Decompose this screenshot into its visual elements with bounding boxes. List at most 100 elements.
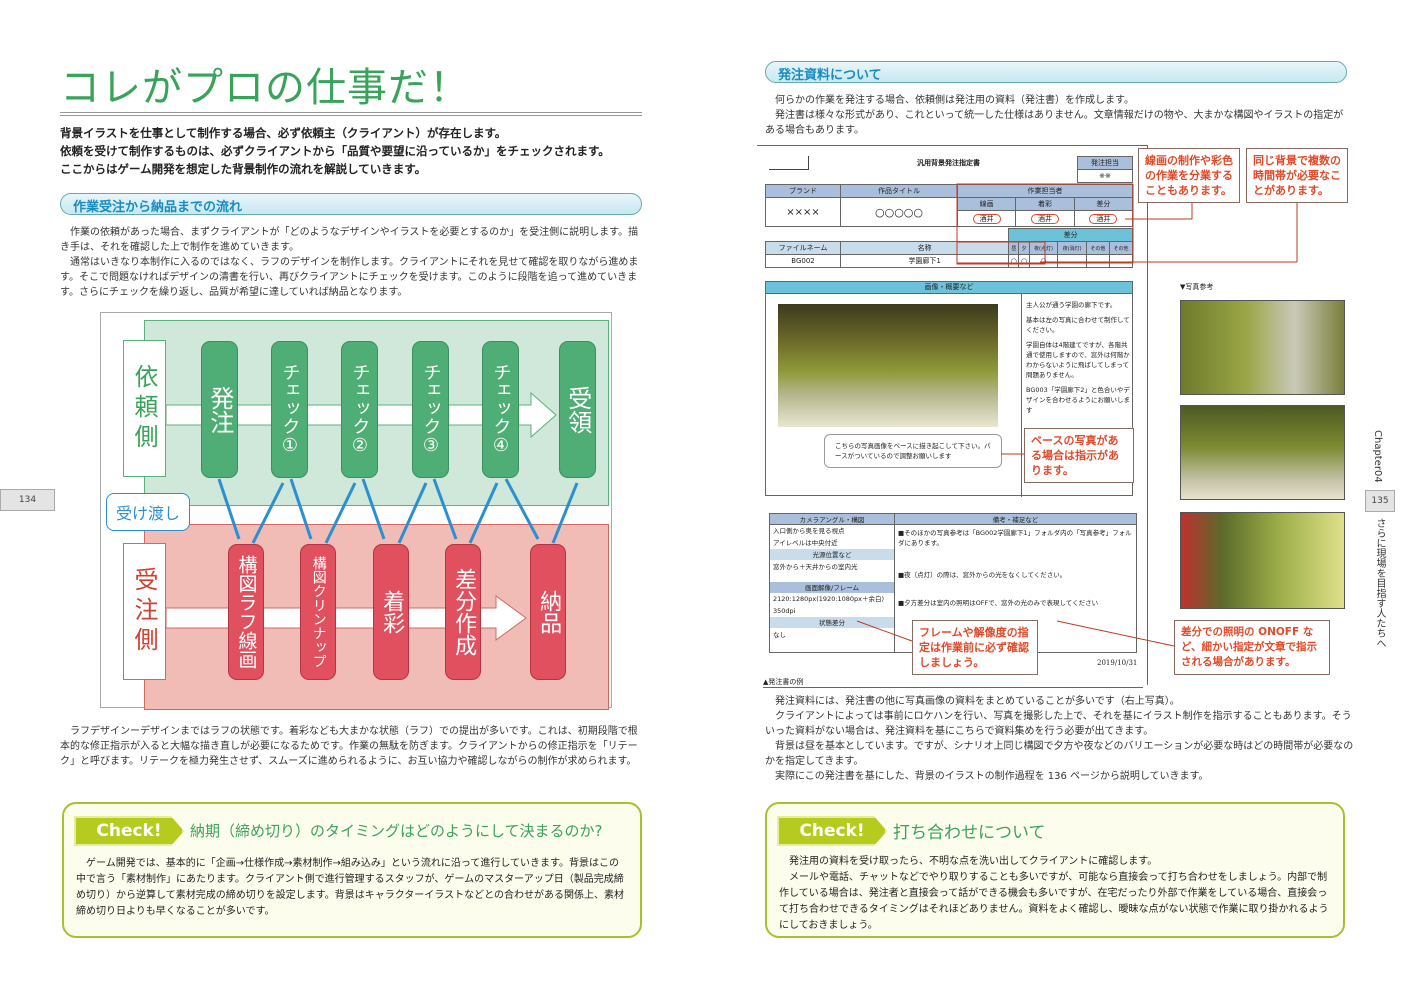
vendor-flow-arrow bbox=[165, 595, 527, 641]
spec-right: 備考・補足など ■そのほかの写真参考は「BG002学園廊下1」フォルダ内の「写真… bbox=[895, 514, 1136, 611]
image-section-header: 画像・概要など bbox=[766, 282, 1132, 294]
paragraph: 通常はいきなり本制作に入るのではなく、ラフのデザインを制作します。クライアントに… bbox=[60, 257, 639, 298]
reference-photo-stairs bbox=[1180, 300, 1345, 395]
paragraph: ラフデザインーデザインまではラフの状態です。着彩なども大まかな状態（ラフ）での提… bbox=[60, 726, 638, 767]
form-blank-field bbox=[769, 156, 809, 170]
handoff-arrow bbox=[289, 478, 313, 540]
note: 学園自体は4階建てですが、各階共通で使用しますので、窓外は何階かわからないように… bbox=[1026, 341, 1130, 379]
cell: 作業担当者 bbox=[957, 184, 1133, 198]
cell: 線画 bbox=[956, 197, 1017, 211]
cell: なし bbox=[773, 631, 786, 639]
check-title: 納期（締め切り）のタイミングはどのようにして決まるのか? bbox=[190, 822, 603, 840]
form-title: 汎用背景発注指定書 bbox=[917, 159, 980, 167]
handoff-arrow bbox=[551, 482, 579, 544]
after-form-text: 発注資料には、発注書の他に写真画像の資料をまとめていることが多いです（右上写真）… bbox=[765, 694, 1355, 784]
header-table: ブランド作品タイトル作業担当者 ××××○○○○○線画着彩差分 酒井酒井酒井 bbox=[765, 184, 1134, 227]
step-order: 発注 bbox=[201, 341, 238, 478]
paragraph: クライアントによっては事前にロケハンを行い、写真を撮影した上で、それを基にイラス… bbox=[765, 711, 1352, 737]
cell: 名称 bbox=[839, 241, 1010, 255]
remark: ■夜（点灯）の際は、窓外からの光をなくしてください。 bbox=[898, 571, 1067, 579]
callout-base-photo: ベースの写真がある場合は指示があります。 bbox=[1024, 428, 1134, 483]
title-rule bbox=[60, 112, 642, 116]
step-variations: 差分作成 bbox=[445, 544, 481, 680]
cell: 酒井 bbox=[1030, 213, 1059, 224]
cell: 窓外から＋天井からの室内光 bbox=[773, 563, 858, 571]
section-body: 作業の依頼があった場合、まずクライアントが「どのようなデザインやイラストを必要と… bbox=[60, 225, 645, 300]
paragraph: 何らかの作業を発注する場合、依頼側は発注用の資料（発注書）を作成します。 bbox=[775, 95, 1134, 106]
handoff-arrow bbox=[217, 478, 241, 540]
chapter-title: さらに現場を目指す人たちへ bbox=[1374, 518, 1385, 648]
chapter-label: Chapter04 bbox=[1372, 430, 1383, 483]
cell: 2120:1280px(1920:1080px＋余白) bbox=[773, 595, 885, 603]
step-cleanup: 構図クリンナップ bbox=[300, 544, 336, 680]
callout-timeslots: 同じ背景で複数の時間帯が必要なことがあります。 bbox=[1246, 148, 1348, 203]
step-check-2: チェック② bbox=[341, 341, 378, 478]
paragraph: 実際にこの発注書を基にした、背景のイラストの制作過程を 136 ページから説明し… bbox=[775, 771, 1209, 782]
corridor-photo bbox=[778, 304, 998, 427]
remark: ■そのほかの写真参考は「BG002学園廊下1」フォルダ内の「写真参考」フォルダに… bbox=[898, 529, 1132, 547]
cell: ○○○○○ bbox=[840, 197, 958, 227]
step-check-4: チェック④ bbox=[482, 341, 519, 478]
step-receive: 受領 bbox=[559, 341, 596, 478]
check-body: メールや電話、チャットなどでやり取りすることも多いですが、可能なら直接会って打ち… bbox=[779, 872, 1329, 931]
reference-photo-hallway bbox=[1180, 512, 1345, 609]
handoff-arrow bbox=[504, 478, 540, 540]
handoff-arrow bbox=[468, 482, 499, 544]
cell: 発注担当 bbox=[1077, 156, 1133, 170]
note: BG003「学園廊下2」と色合いやデザインを合わせるようにお願いします bbox=[1026, 386, 1130, 414]
check-box-meeting: Check! 打ち合わせについて 発注用の資料を受け取ったら、不明な点を洗い出し… bbox=[765, 802, 1345, 938]
caption-rule bbox=[763, 687, 1143, 688]
handoff-label: 受け渡し bbox=[106, 493, 190, 531]
page-number-right: 135 bbox=[1365, 490, 1395, 512]
cell: ○ bbox=[1018, 254, 1030, 268]
client-side-label: 依頼側 bbox=[123, 340, 166, 477]
notes-column: 主人公が通う学園の廊下です。 基本は左の写真に合わせて制作してください。 学園自… bbox=[1021, 294, 1134, 497]
check-badge: Check! bbox=[74, 816, 184, 846]
page-title: コレがプロの仕事だ！ bbox=[60, 65, 470, 111]
remark: ■夕方差分は室内の照明はOFFで、窓外の光のみで表現してください bbox=[898, 599, 1099, 607]
cell: ×××× bbox=[765, 197, 841, 227]
workflow-diagram: 依頼側 受注側 受け渡し 発注 チェック① チェック② チェック③ チェック④ … bbox=[100, 312, 612, 710]
vendor-side-label: 受注側 bbox=[123, 543, 166, 680]
cell: 酒井 bbox=[1089, 213, 1118, 224]
cell: 入口側から奥を見る視点 bbox=[773, 527, 845, 535]
spec-section: カメラアングル・構図 入口側から奥を見る視点 アイレベルは中央付近 光源位置など… bbox=[769, 513, 1137, 653]
callout-lighting: 差分での照明の ONOFF など、細かい指定が文章で指示される場合があります。 bbox=[1174, 620, 1330, 675]
reference-photo-corridor bbox=[1180, 405, 1345, 500]
check-box-deadline: Check! 納期（締め切り）のタイミングはどのようにして決まるのか? ゲーム開… bbox=[62, 802, 642, 938]
handoff-arrow bbox=[324, 482, 357, 544]
spec-left: カメラアングル・構図 入口側から奥を見る視点 アイレベルは中央付近 光源位置など… bbox=[770, 514, 895, 652]
paragraph: 作業の依頼があった場合、まずクライアントが「どのようなデザインやイラストを必要と… bbox=[60, 227, 639, 253]
lead-line: 背景イラストを仕事として制作する場合、必ず依頼主（クライアント）が存在します。 bbox=[60, 126, 507, 140]
cell: 画面解像/フレーム bbox=[770, 582, 894, 593]
check-body: ゲーム開発では、基本的に「企画→仕様作成→素材制作→組み込み」という流れに沿って… bbox=[76, 858, 624, 917]
section-heading: 作業受注から納品までの流れ bbox=[60, 193, 642, 215]
manager-table: 発注担当 ※※ bbox=[1077, 156, 1133, 183]
after-diagram-text: ラフデザインーデザインまではラフの状態です。着彩なども大まかな状態（ラフ）での提… bbox=[60, 724, 645, 769]
check-body: 発注用の資料を受け取ったら、不明な点を洗い出してクライアントに確認します。 bbox=[789, 856, 1158, 867]
note: 基本は左の写真に合わせて制作してください。 bbox=[1026, 316, 1130, 334]
handoff-arrow bbox=[432, 478, 458, 540]
callout-leaders bbox=[856, 183, 1298, 647]
handoff-arrow bbox=[251, 482, 285, 544]
section-heading: 発注資料について bbox=[765, 61, 1347, 83]
step-check-1: チェック① bbox=[271, 341, 308, 478]
photo-instruction-note: こちらの写真画像をベースに描き起こして下さい。パースがついているので調整お願いし… bbox=[824, 434, 1002, 468]
image-section: 画像・概要など 主人公が通う学園の廊下です。 基本は左の写真に合わせて制作してく… bbox=[765, 281, 1134, 497]
lead-line: ここからはゲーム開発を想定した背景制作の流れを解説していきます。 bbox=[60, 162, 427, 176]
step-rough-lineart: 構図ラフ線画 bbox=[228, 544, 264, 680]
cell: ※※ bbox=[1077, 169, 1133, 183]
callout-division: 線画の制作や彩色の作業を分業することもあります。 bbox=[1138, 148, 1240, 203]
photo-ref-label: ▼写真参考 bbox=[1180, 283, 1214, 291]
cell: 備考・補足など bbox=[895, 514, 1136, 525]
step-check-3: チェック③ bbox=[412, 341, 449, 478]
handoff-arrow bbox=[397, 482, 428, 544]
cell: 350dpi bbox=[773, 607, 796, 615]
cell: アイレベルは中央付近 bbox=[773, 539, 838, 547]
check-title: 打ち合わせについて bbox=[893, 823, 1046, 843]
note: 主人公が通う学園の廊下です。 bbox=[1026, 301, 1117, 309]
lead-text: 背景イラストを仕事として制作する場合、必ず依頼主（クライアント）が存在します。 … bbox=[60, 124, 650, 178]
callout-resolution: フレームや解像度の指定は作業前に必ず確認しましょう。 bbox=[912, 620, 1038, 675]
lead-line: 依頼を受けて制作するものは、必ずクライアントから「品質や要望に沿っているか」をチ… bbox=[60, 144, 610, 158]
